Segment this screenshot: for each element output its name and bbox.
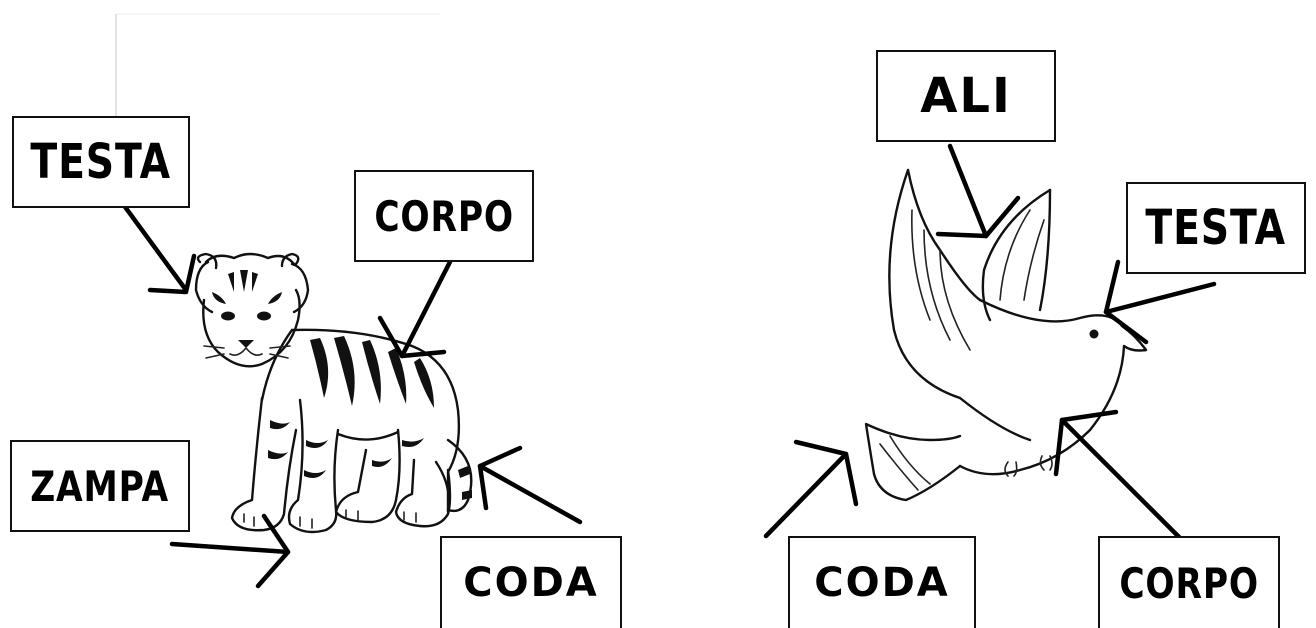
label-tiger-body-text: CORPO xyxy=(374,192,514,241)
label-tiger-tail: CODA xyxy=(440,536,622,628)
label-dove-tail: CODA xyxy=(788,536,976,628)
label-tiger-paw: ZAMPA xyxy=(10,440,190,532)
label-dove-body: CORPO xyxy=(1098,536,1280,628)
arrow-tiger-body xyxy=(380,254,454,356)
label-tiger-head: TESTA xyxy=(12,116,190,208)
label-dove-wings: ALI xyxy=(876,50,1056,142)
label-dove-head: TESTA xyxy=(1126,182,1306,274)
label-dove-tail-text: CODA xyxy=(814,560,950,606)
label-tiger-body: CORPO xyxy=(354,170,534,262)
label-tiger-tail-text: CODA xyxy=(463,560,599,606)
arrow-tiger-tail xyxy=(480,448,580,522)
arrow-dove-head xyxy=(1106,262,1214,342)
label-dove-wings-text: ALI xyxy=(920,68,1012,124)
arrow-dove-body xyxy=(1056,412,1180,538)
arrow-dove-wings xyxy=(938,146,1018,236)
arrow-dove-tail xyxy=(766,442,856,536)
arrow-tiger-head xyxy=(120,200,194,292)
label-dove-head-text: TESTA xyxy=(1146,200,1286,256)
label-dove-body-text: CORPO xyxy=(1119,559,1259,608)
label-tiger-paw-text: ZAMPA xyxy=(31,462,170,511)
label-tiger-head-text: TESTA xyxy=(31,134,171,190)
